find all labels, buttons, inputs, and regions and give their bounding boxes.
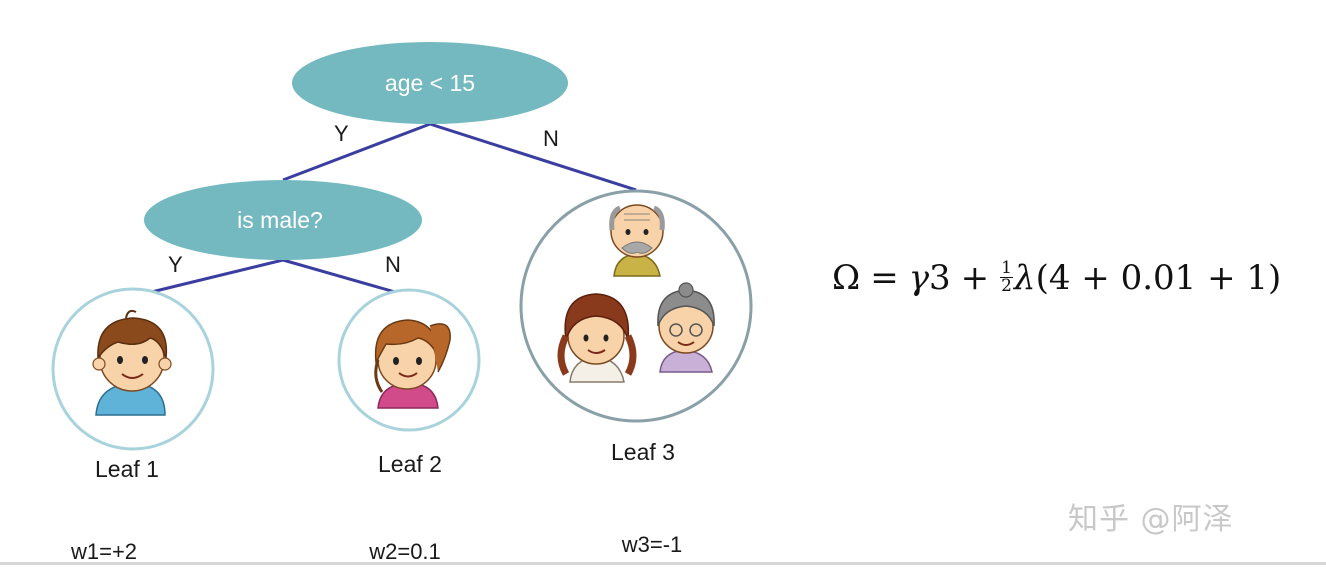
root-node-label: age < 15 bbox=[385, 70, 475, 96]
weight-squared-sum: 4 + 0.01 + 1 bbox=[1048, 258, 1269, 298]
watermark: 知乎 @阿泽 bbox=[1068, 502, 1234, 537]
regularization-formula: Ω = γ 3 + 1 2 λ ( 4 + 0.01 + 1 ) bbox=[832, 258, 1281, 298]
omega-symbol: Ω bbox=[832, 258, 861, 298]
leaf-3-label: Leaf 3 bbox=[611, 439, 675, 465]
boy-avatar-icon bbox=[92, 309, 172, 416]
leaf-2 bbox=[337, 288, 481, 432]
fraction-denominator: 2 bbox=[1001, 275, 1012, 296]
edge-label-root-no: N bbox=[543, 126, 559, 151]
edge-label-child-yes: Y bbox=[168, 252, 183, 277]
gamma-symbol: γ bbox=[908, 258, 930, 298]
grandmother-avatar-icon bbox=[657, 282, 715, 373]
edge-label-root-yes: Y bbox=[334, 121, 349, 146]
edge-child-no bbox=[282, 258, 410, 298]
grandfather-avatar-icon bbox=[609, 204, 665, 277]
edge-label-child-no: N bbox=[385, 252, 401, 277]
girl-avatar-icon bbox=[374, 319, 451, 409]
bottom-divider bbox=[0, 562, 1326, 565]
open-paren: ( bbox=[1035, 258, 1049, 298]
child-node-label: is male? bbox=[237, 207, 323, 233]
edge-child-yes bbox=[134, 258, 284, 298]
leaf-1-weight: w1=+2 bbox=[70, 539, 137, 564]
leaf-3-weight: w3=-1 bbox=[621, 532, 683, 557]
fraction-numerator: 1 bbox=[1000, 257, 1013, 278]
close-paren: ) bbox=[1268, 258, 1282, 298]
edge-root-yes bbox=[282, 122, 431, 182]
equals-sign: = bbox=[870, 258, 899, 298]
leaf-2-weight: w2=0.1 bbox=[368, 539, 441, 564]
leaf-1 bbox=[51, 287, 215, 451]
lambda-symbol: λ bbox=[1014, 258, 1036, 298]
leaf-count: 3 bbox=[929, 258, 951, 298]
leaf-2-label: Leaf 2 bbox=[378, 451, 442, 477]
leaf-3 bbox=[519, 189, 753, 423]
half-fraction: 1 2 bbox=[1000, 257, 1013, 296]
edge-root-no bbox=[429, 122, 637, 192]
root-node: age < 15 bbox=[292, 42, 568, 124]
plus-sign: + bbox=[960, 258, 990, 298]
leaf-1-label: Leaf 1 bbox=[95, 456, 159, 482]
child-node: is male? bbox=[144, 180, 422, 260]
mother-avatar-icon bbox=[557, 293, 637, 383]
